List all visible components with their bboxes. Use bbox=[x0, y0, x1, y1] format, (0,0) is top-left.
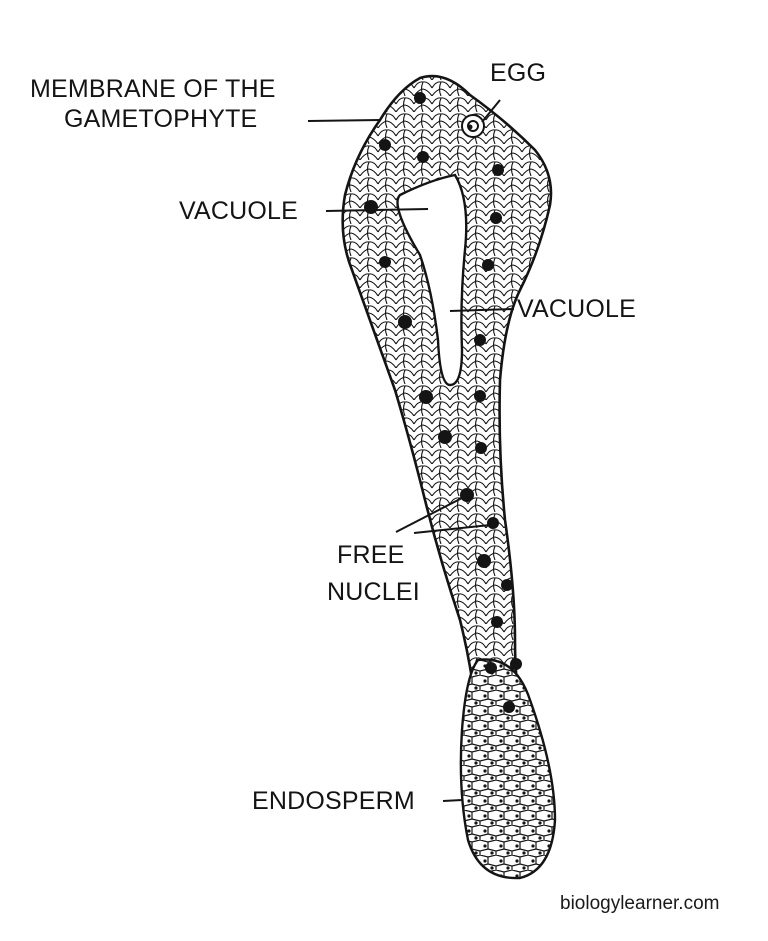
watermark: biologylearner.com bbox=[560, 893, 720, 914]
label-membrane-line2: GAMETOPHYTE bbox=[64, 105, 258, 133]
egg-leader bbox=[481, 99, 501, 123]
label-nuclei: NUCLEI bbox=[327, 578, 420, 606]
label-vacuole-right: VACUOLE bbox=[517, 295, 637, 323]
gametophyte-body bbox=[341, 74, 553, 702]
free-nuclei-leader-2 bbox=[413, 524, 491, 534]
label-endosperm: ENDOSPERM bbox=[252, 787, 415, 815]
membrane-leader bbox=[307, 119, 381, 122]
vacuole-cavity bbox=[396, 173, 468, 387]
egg-cell bbox=[461, 114, 485, 138]
label-membrane-line1: MEMBRANE OF THE bbox=[30, 75, 276, 103]
label-egg: EGG bbox=[490, 59, 547, 87]
vacuole-right-leader bbox=[449, 308, 515, 312]
label-free: FREE bbox=[337, 541, 405, 569]
leader-lines bbox=[307, 99, 515, 802]
endosperm-leader bbox=[442, 799, 463, 802]
label-vacuole-left: VACUOLE bbox=[179, 197, 299, 225]
vacuole-left-leader bbox=[325, 208, 429, 212]
endosperm-tissue bbox=[459, 658, 557, 880]
free-nuclei-leader-1 bbox=[395, 497, 463, 533]
